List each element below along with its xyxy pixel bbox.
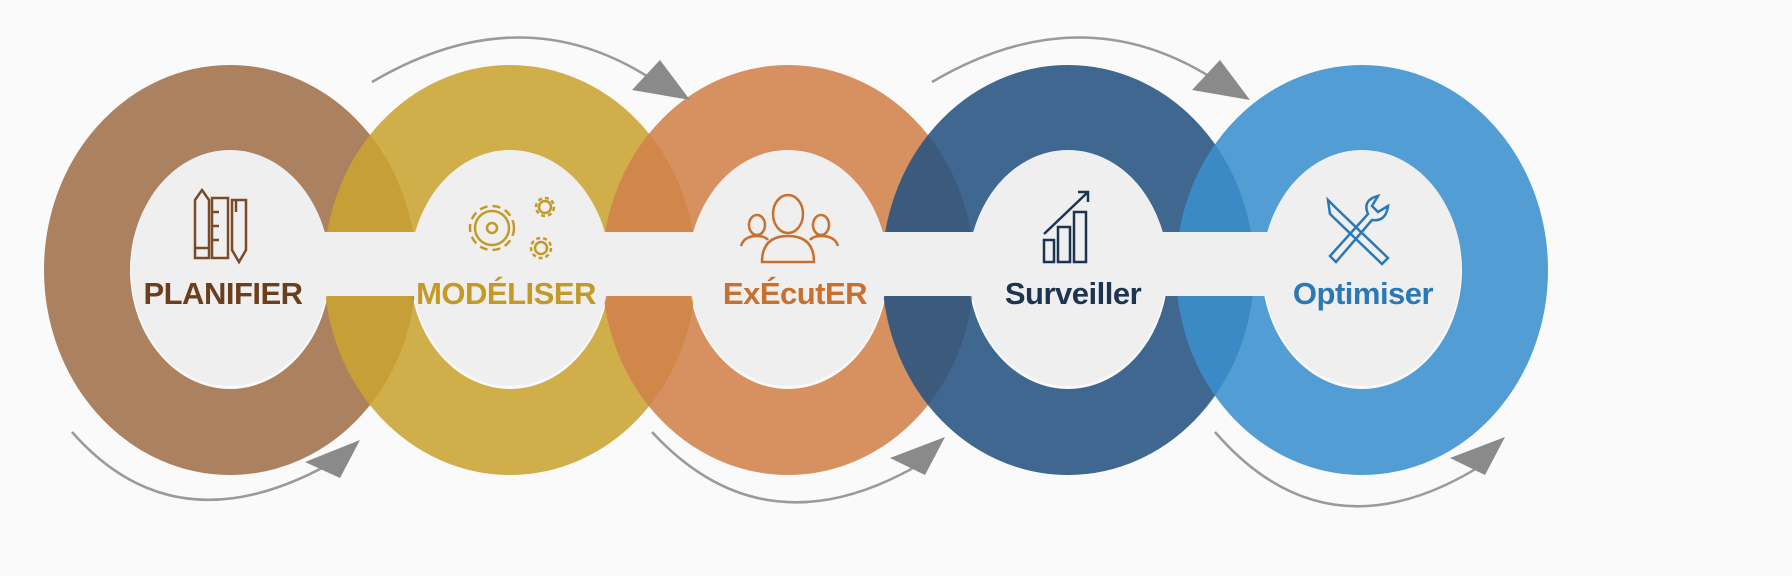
arrow-arc-bottom-3	[1214, 431, 1491, 508]
ring-center-4	[969, 150, 1167, 386]
step-label-surveiller: Surveiller	[1004, 276, 1142, 311]
arrowhead-icon	[1450, 437, 1505, 475]
step-label-modeliser: MODÉLISER	[416, 276, 596, 311]
arrowhead-icon	[890, 437, 945, 475]
arrow-arc-bottom-1	[71, 431, 346, 501]
growth-chart-icon	[1042, 190, 1090, 264]
tools-icon	[1326, 194, 1390, 266]
step-label-executer: ExÉcutER	[722, 276, 868, 311]
ring-center-3	[689, 150, 887, 386]
arrow-arc-top-1	[371, 36, 651, 84]
step-label-planifier: PLANIFIER	[143, 276, 303, 311]
arrow-arc-bottom-2	[651, 431, 936, 504]
arrowheads	[305, 60, 1505, 478]
pencil-ruler-icon	[193, 187, 248, 265]
arrowhead-icon	[632, 60, 690, 100]
arrowhead-icon	[1192, 60, 1250, 100]
team-icon	[739, 193, 840, 264]
arrowhead-icon	[305, 440, 360, 478]
ring-center-2	[411, 150, 609, 386]
gears-icon	[468, 196, 556, 260]
ring-centers	[131, 150, 1461, 386]
flow-arrows	[71, 36, 1491, 508]
step-label-optimiser: Optimiser	[1292, 276, 1434, 311]
ring-center-5	[1263, 150, 1461, 386]
ring-center-1	[131, 150, 329, 386]
arrow-arc-top-2	[931, 36, 1213, 84]
